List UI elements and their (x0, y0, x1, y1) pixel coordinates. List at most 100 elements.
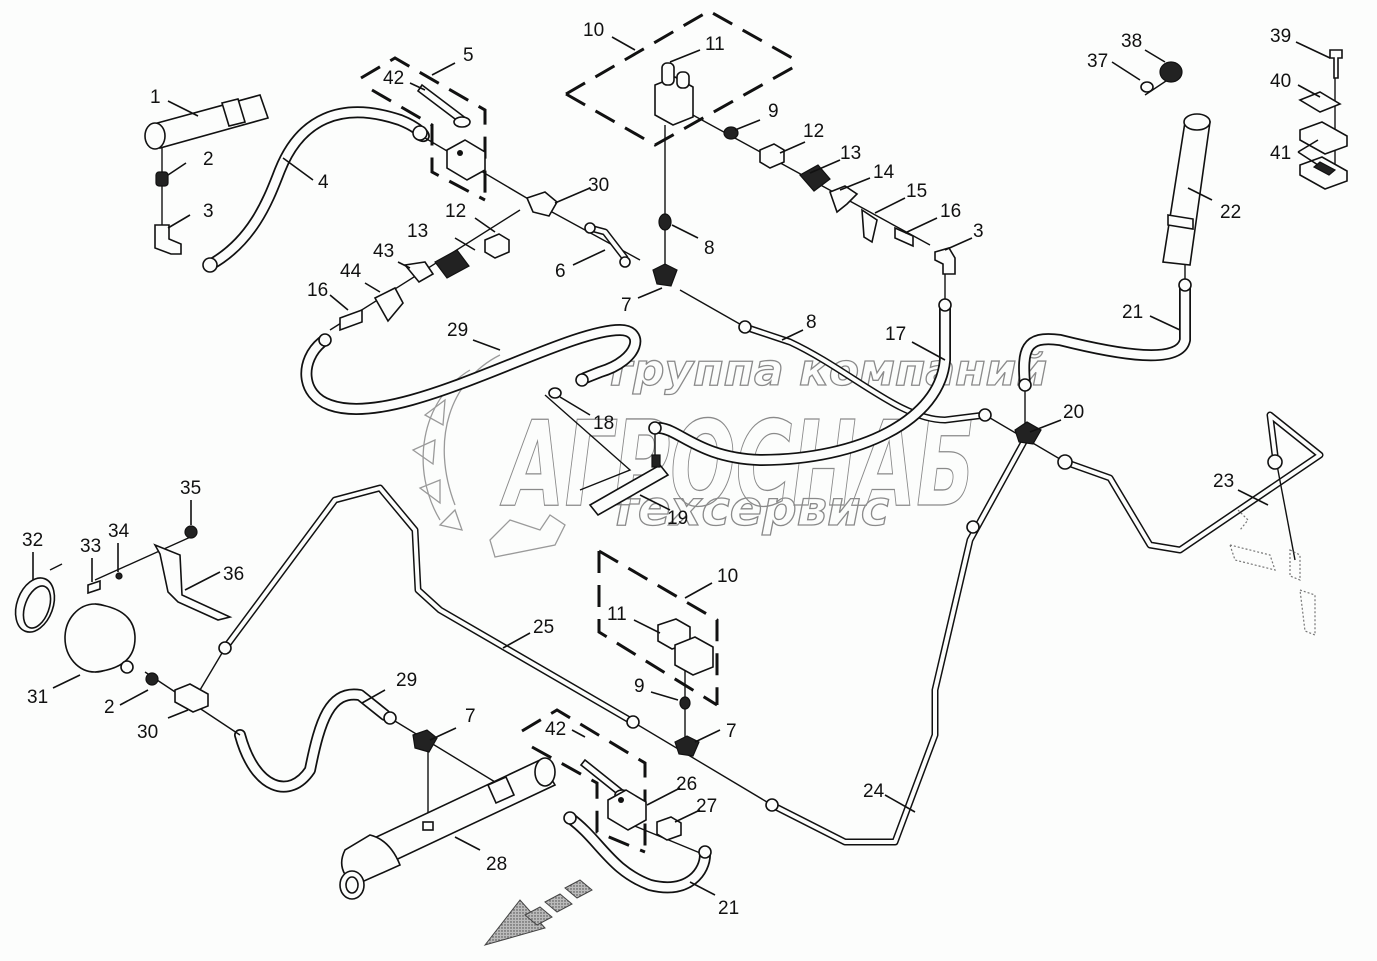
callout-8: 8 (806, 312, 817, 333)
part-33-bolt (87, 579, 101, 595)
tube-24 (768, 436, 1029, 846)
callout-7: 7 (621, 295, 632, 316)
callout-42: 42 (545, 719, 566, 740)
callout-11: 11 (705, 34, 725, 55)
callout-7: 7 (726, 721, 737, 742)
watermark-line1: группа компаний (610, 345, 1047, 396)
callout-36: 36 (223, 564, 244, 585)
callout-23: 23 (1213, 471, 1234, 492)
callout-22: 22 (1220, 202, 1241, 223)
part-3-elbow-top (154, 224, 182, 255)
part-40-plate (1298, 91, 1342, 113)
direction-arrow-icon (483, 879, 593, 946)
hose-17 (654, 299, 951, 466)
callout-19: 19 (667, 508, 688, 529)
callout-13: 13 (840, 143, 861, 164)
callout-29: 29 (396, 670, 417, 691)
part-11-solenoid-valve-bottom (657, 618, 714, 676)
watermark: группа компаний АГРОСНАБ техсервис (411, 344, 1048, 558)
part-39-bolt (1329, 49, 1343, 79)
callout-21: 21 (718, 898, 739, 919)
part-7-tee-top (652, 263, 678, 287)
watermark-wreath-icon (411, 354, 566, 558)
part-23-ghost-bolts (1229, 509, 1316, 636)
part-30-tee-top (525, 191, 559, 217)
part-5-valve-block-top (446, 139, 486, 181)
callout-30: 30 (137, 722, 158, 743)
callout-35: 35 (180, 478, 201, 499)
callout-29: 29 (447, 320, 468, 341)
callout-26: 26 (676, 774, 697, 795)
part-2-nipple-top (155, 171, 169, 187)
callout-17: 17 (885, 324, 906, 345)
callout-labels: 1 2 3 4 5 42 10 11 9 12 13 14 15 16 3 30… (22, 20, 1291, 919)
tube-25 (221, 484, 637, 726)
callout-37: 37 (1087, 51, 1108, 72)
part-1-pin (144, 94, 270, 150)
part-44-cap (373, 286, 404, 323)
part-7-tee-bottom-left (412, 729, 438, 753)
part-7-tee-bottom-right (674, 735, 700, 757)
assembly-box-10-top (565, 9, 802, 147)
part-36-bracket (153, 543, 233, 621)
part-16-coupling-left (339, 308, 363, 332)
tube-8 (741, 323, 989, 424)
part-12-nut-left (484, 233, 510, 259)
leader-lines (32, 36, 1331, 896)
part-37-ring (1140, 81, 1154, 93)
callout-10: 10 (583, 20, 604, 41)
callout-32: 32 (22, 530, 43, 551)
callout-40: 40 (1270, 71, 1291, 92)
part-35-nut (184, 525, 198, 539)
part-13-coupling-left (434, 249, 470, 279)
hose-21-top (1018, 279, 1191, 391)
callout-15: 15 (906, 181, 927, 202)
callout-3: 3 (203, 201, 214, 222)
callout-4: 4 (318, 172, 329, 193)
callout-8: 8 (704, 238, 715, 259)
part-9-nipple (723, 126, 739, 140)
callout-24: 24 (863, 781, 885, 802)
part-28-cylinder (339, 757, 557, 900)
part-38-nut (1159, 61, 1183, 83)
part-26-valve-block-bottom (607, 789, 647, 831)
callout-27: 27 (696, 796, 717, 817)
callout-6: 6 (555, 261, 566, 282)
callout-20: 20 (1063, 402, 1084, 423)
part-16-coupling-right (894, 226, 914, 248)
part-42-lever-top (416, 83, 471, 128)
part-32-hose-clamp (14, 563, 63, 633)
callout-30: 30 (588, 175, 609, 196)
part-2-nipple-bottom (145, 672, 159, 686)
callout-31: 31 (27, 687, 48, 708)
callout-12: 12 (445, 201, 466, 222)
watermark-line2: АГРОСНАБ (500, 395, 975, 533)
tube-nuts (202, 125, 1283, 859)
assembly-box-10-bottom (597, 549, 719, 707)
part-22-pin (1162, 113, 1211, 266)
callout-16: 16 (940, 201, 961, 222)
callout-2: 2 (104, 697, 115, 718)
callout-9: 9 (634, 676, 645, 697)
callout-11: 11 (607, 604, 627, 625)
callout-1: 1 (150, 87, 161, 108)
callout-41: 41 (1270, 143, 1291, 164)
part-43-cap (403, 261, 435, 284)
callout-14: 14 (873, 162, 895, 183)
callout-44: 44 (340, 261, 362, 282)
callout-3: 3 (973, 221, 984, 242)
callout-28: 28 (486, 854, 507, 875)
tube-23 (1061, 411, 1324, 554)
part-20-cross-fitting (1014, 421, 1042, 445)
hose-29-bottom (234, 688, 391, 793)
part-3-elbow-right (934, 247, 956, 275)
callout-33: 33 (80, 536, 101, 557)
callout-43: 43 (373, 241, 394, 262)
part-15-cap (861, 208, 878, 244)
callout-16: 16 (307, 280, 328, 301)
part-41-clamp-halves (1299, 121, 1348, 190)
callout-38: 38 (1121, 31, 1142, 52)
callout-34: 34 (108, 521, 130, 542)
part-8-nipple-vertical (658, 213, 672, 231)
